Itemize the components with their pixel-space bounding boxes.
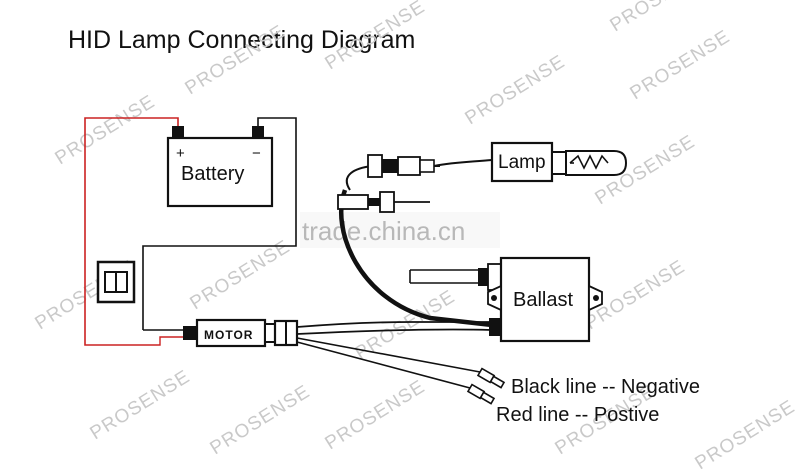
legend-red-line: Red line -- Postive — [496, 404, 659, 426]
battery-negative-terminal — [252, 126, 264, 138]
battery-positive-terminal — [172, 126, 184, 138]
relay-connector — [96, 260, 136, 304]
red-wire — [84, 117, 179, 346]
red-lead-wire — [296, 341, 471, 389]
black-wire — [142, 117, 297, 330]
ballast: Ballast — [487, 256, 603, 343]
ballast-label: Ballast — [513, 289, 573, 311]
motor-input-red-wire — [143, 336, 196, 346]
motor-label: MOTOR — [204, 328, 253, 342]
watermark: PROSENSE — [627, 26, 734, 104]
battery-plus-sign: + — [176, 145, 185, 162]
diagram-title: HID Lamp Connecting Diagram — [68, 26, 416, 54]
lamp: Lamp — [490, 141, 628, 183]
battery-minus-sign: − — [252, 145, 261, 162]
motor-to-ballast-wire — [296, 321, 492, 328]
red-lead-terminal — [466, 383, 496, 405]
watermark: PROSENSE — [462, 51, 569, 129]
watermark-layer: PROSENSE PROSENSE PROSENSE PROSENSE PROS… — [32, 0, 799, 474]
watermark: PROSENSE — [207, 381, 314, 459]
lamp-label: Lamp — [498, 152, 546, 173]
ballast-top-connector — [478, 263, 503, 291]
black-lead-wire — [296, 337, 481, 373]
battery: + − Battery — [166, 126, 274, 208]
watermark: PROSENSE — [322, 376, 429, 454]
watermark-site: trade.china.cn — [302, 216, 465, 246]
legend-black-line: Black line -- Negative — [511, 376, 700, 398]
watermark: PROSENSE — [352, 286, 459, 364]
watermark: PROSENSE — [692, 396, 799, 474]
lamp-input-wire — [433, 159, 493, 167]
motor-to-ballast-wire-2 — [296, 328, 493, 335]
black-lead-terminal — [476, 367, 506, 389]
battery-label: Battery — [181, 163, 244, 185]
watermark: PROSENSE — [187, 236, 294, 314]
watermark: PROSENSE — [322, 0, 429, 74]
watermark: PROSENSE — [182, 21, 289, 99]
lamp-base — [490, 141, 554, 183]
lamp-connector — [367, 154, 435, 178]
watermark: PROSENSE — [52, 91, 159, 169]
motor-input-plug — [183, 326, 197, 340]
watermark: PROSENSE — [607, 0, 714, 36]
watermark: PROSENSE — [87, 366, 194, 444]
lamp-bulb — [565, 150, 628, 176]
lamp-filament — [569, 154, 609, 170]
ballast-cable-connector — [337, 191, 430, 213]
ballast-body — [499, 256, 591, 343]
ballast-bottom-plug — [489, 318, 501, 336]
motor-module: MOTOR — [195, 318, 299, 348]
battery-body — [166, 136, 274, 208]
